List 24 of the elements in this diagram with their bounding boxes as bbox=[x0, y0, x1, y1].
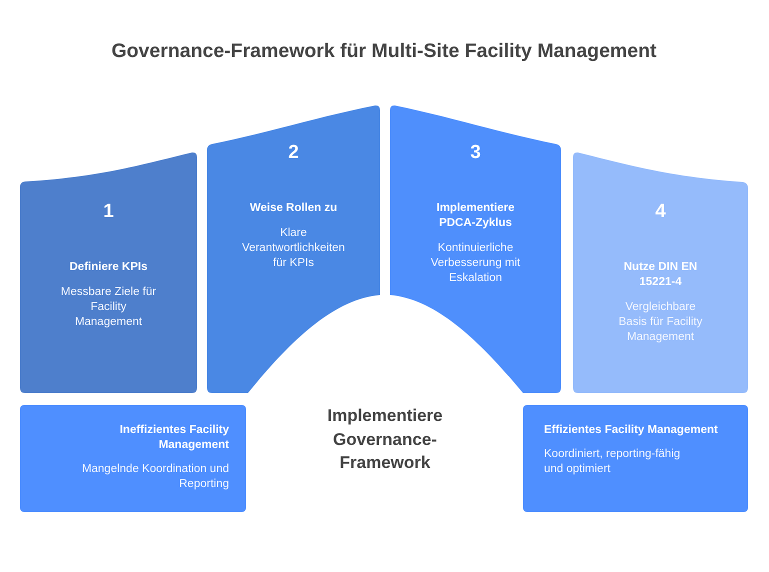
step-panel bbox=[207, 105, 380, 393]
step-panel bbox=[20, 152, 197, 393]
panel-heading: Effizientes Facility Management bbox=[544, 423, 718, 438]
step-heading: Nutze DIN EN 15221-4 bbox=[622, 260, 698, 290]
step-panel bbox=[573, 152, 748, 393]
step-number: 3 bbox=[470, 142, 481, 164]
step-number: 1 bbox=[103, 201, 114, 223]
panel-description: Koordiniert, reporting-fähig und optimiert bbox=[544, 447, 682, 477]
step-description: Vergleichbare Basis für Facility Management bbox=[618, 300, 704, 345]
step-panel bbox=[390, 105, 561, 393]
panel-description: Mangelnde Koordination und Reporting bbox=[80, 462, 229, 492]
step-number: 4 bbox=[655, 201, 666, 223]
info-panel bbox=[523, 405, 748, 512]
step-description: Kontinuierliche Verbesserung mit Eskalation bbox=[430, 241, 522, 286]
panel-heading: Ineffizientes Facility Management bbox=[118, 423, 229, 453]
step-number: 2 bbox=[288, 142, 299, 164]
step-heading: Weise Rollen zu bbox=[250, 201, 338, 216]
center-heading: Implementiere Governance-Framework bbox=[326, 405, 444, 474]
step-description: Messbare Ziele für Facility Management bbox=[60, 285, 158, 330]
step-description: Klare Verantwortlichkeiten für KPIs bbox=[241, 226, 346, 271]
step-heading: Definiere KPIs bbox=[70, 260, 148, 275]
diagram-title: Governance-Framework für Multi-Site Facility Management bbox=[110, 39, 658, 64]
step-heading: Implementiere PDCA-Zyklus bbox=[436, 201, 516, 231]
info-panel bbox=[20, 405, 246, 512]
